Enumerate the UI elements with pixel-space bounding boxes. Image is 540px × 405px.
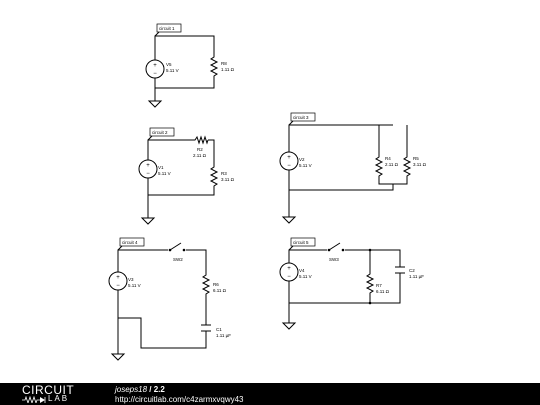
svg-text:+: +: [153, 63, 157, 69]
ground-4: [110, 353, 126, 361]
resistor-r6[interactable]: [201, 273, 211, 296]
v5-name: V5: [166, 62, 172, 67]
voltage-source-v3[interactable]: + −: [108, 271, 128, 291]
svg-text:−: −: [153, 71, 157, 77]
r8-name: R8: [221, 61, 227, 66]
v5-value: 5.11 V: [166, 68, 179, 73]
r4-name: R4: [385, 156, 391, 161]
resistor-r3[interactable]: [209, 165, 219, 188]
v4-name: V4: [299, 268, 305, 273]
circuit-2: circuit 2 R2 2.11 Ω + − V1 5.11 V R3 3.1…: [138, 127, 235, 225]
svg-text:circuit 2: circuit 2: [152, 130, 168, 135]
sw2-name: SW2: [173, 257, 183, 262]
v4-value: 5.11 V: [299, 274, 312, 279]
svg-text:+: +: [146, 163, 150, 169]
svg-text:circuit 4: circuit 4: [122, 240, 138, 245]
switch-sw3[interactable]: [327, 242, 345, 252]
sw3-name: SW3: [329, 257, 339, 262]
c1-value: 1.11 µF: [216, 333, 231, 338]
svg-text:circuit 5: circuit 5: [293, 240, 309, 245]
capacitor-c1[interactable]: [201, 324, 211, 332]
logo-text-bottom: LAB: [48, 394, 70, 403]
circuit-5-wires: [288, 249, 401, 323]
circuit-title: 2.2: [153, 385, 165, 394]
svg-text:+: +: [287, 155, 291, 161]
r6-value: 6.11 Ω: [213, 288, 227, 293]
r2-value: 2.11 Ω: [193, 153, 207, 158]
v1-value: 5.11 V: [158, 171, 171, 176]
ground-5: [281, 322, 297, 330]
svg-text:−: −: [287, 163, 291, 169]
circuit-5: circuit 5 SW3 + − V4 5.11 V R7 6.11 Ω C2…: [279, 237, 424, 330]
svg-text:+: +: [116, 275, 120, 281]
svg-text:−: −: [146, 171, 150, 177]
r5-name: R5: [413, 156, 419, 161]
voltage-source-v4[interactable]: + −: [279, 262, 299, 282]
svg-text:−: −: [287, 274, 291, 280]
circuit-1-wires: [154, 35, 215, 101]
circuit-info: joseps18 / 2.2 http://circuitlab.com/c4z…: [115, 385, 244, 404]
v3-value: 5.11 V: [128, 283, 141, 288]
svg-text:circuit 3: circuit 3: [293, 115, 309, 120]
voltage-source-v2[interactable]: + −: [279, 151, 299, 171]
v2-name: V2: [299, 157, 305, 162]
r3-value: 3.11 Ω: [221, 177, 235, 182]
waveform-icon: [22, 396, 46, 403]
r3-name: R3: [221, 171, 227, 176]
switch-sw2[interactable]: [168, 242, 186, 252]
circuit-3-wires: [288, 124, 408, 217]
ground-1: [147, 100, 163, 108]
ground-2: [140, 217, 156, 225]
voltage-source-v1[interactable]: + −: [138, 159, 158, 179]
author-link[interactable]: joseps18: [115, 385, 148, 394]
capacitor-c2[interactable]: [395, 266, 405, 274]
circuit-4-tag[interactable]: circuit 4: [117, 237, 145, 251]
footer-bar: CIRCUIT LAB joseps18 / 2.2 http://circui…: [0, 383, 540, 405]
c2-name: C2: [409, 268, 415, 273]
circuit-3: circuit 3 + − V2 5.11 V R4 2.11 Ω R5 3.1…: [279, 112, 427, 224]
circuit-1-tag[interactable]: circuit 1: [154, 23, 182, 37]
c1-name: C1: [216, 327, 222, 332]
circuit-3-tag[interactable]: circuit 3: [288, 112, 316, 126]
circuit-1: circuit 1 + − V5 5.11 V R8 1.11 Ω: [145, 23, 235, 108]
svg-text:circuit 1: circuit 1: [159, 26, 175, 31]
r6-name: R6: [213, 282, 219, 287]
r8-value: 1.11 Ω: [221, 67, 235, 72]
r5-value: 3.11 Ω: [413, 162, 427, 167]
resistor-r2[interactable]: [193, 135, 209, 145]
circuit-2-wires: [147, 139, 215, 218]
junction-dot: [368, 301, 372, 305]
resistor-r4[interactable]: [374, 155, 384, 178]
circuit-2-tag[interactable]: circuit 2: [147, 127, 175, 141]
circuit-5-tag[interactable]: circuit 5: [288, 237, 316, 251]
r7-name: R7: [376, 283, 382, 288]
circuit-url-link[interactable]: http://circuitlab.com/c4zarmxvqwy43: [115, 394, 244, 404]
v1-name: V1: [158, 165, 164, 170]
v2-value: 5.11 V: [299, 163, 312, 168]
r4-value: 2.11 Ω: [385, 162, 399, 167]
c2-value: 1.11 µF: [409, 274, 424, 279]
ground-3: [281, 216, 297, 224]
schematic-canvas[interactable]: circuit 1 + − V5 5.11 V R8 1.11 Ω circui…: [0, 0, 540, 383]
resistor-r8[interactable]: [209, 55, 219, 78]
svg-text:+: +: [287, 266, 291, 272]
junction-dot: [368, 248, 372, 252]
v3-name: V3: [128, 277, 134, 282]
circuit-4-wires: [117, 249, 207, 354]
r2-name: R2: [197, 147, 203, 152]
circuitlab-logo[interactable]: CIRCUIT LAB: [22, 384, 90, 404]
r7-value: 6.11 Ω: [376, 289, 390, 294]
resistor-r7[interactable]: [365, 272, 375, 295]
logo-text-top: CIRCUIT: [22, 383, 75, 397]
resistor-r5[interactable]: [402, 155, 412, 178]
circuit-4: circuit 4 SW2 + − V3 5.11 V R6 6.11 Ω C1…: [108, 237, 231, 361]
svg-text:−: −: [116, 283, 120, 289]
voltage-source-v5[interactable]: + −: [145, 59, 165, 79]
title-separator: /: [149, 385, 152, 394]
